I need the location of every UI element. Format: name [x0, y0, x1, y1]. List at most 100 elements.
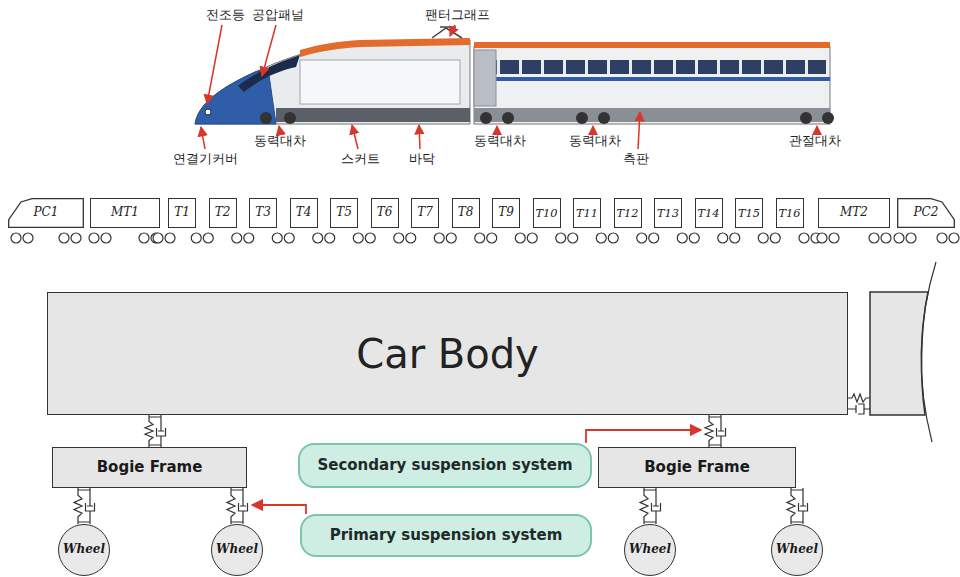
car-body: Car Body — [47, 292, 848, 415]
damper-cylinder — [157, 428, 166, 447]
power-car-box: PC2 — [897, 198, 955, 228]
leader-arrows — [201, 25, 817, 149]
car-wheel — [139, 233, 149, 243]
trailer-box: T11 — [573, 198, 601, 228]
car-wheel — [937, 233, 947, 243]
spring-damper — [227, 488, 248, 524]
car-wheel — [799, 233, 809, 243]
consist-wheels — [11, 233, 959, 243]
node-label: Wheel — [216, 543, 258, 556]
part-label: 전조등 — [206, 8, 245, 22]
car-wheel — [101, 233, 111, 243]
link-bar — [709, 417, 721, 445]
trailer-box: T8 — [452, 198, 480, 228]
spring-damper — [74, 488, 95, 524]
part-label: 측판 — [623, 152, 649, 166]
spring-damper — [145, 415, 166, 447]
spring — [227, 488, 235, 524]
node-label: Bogie Frame — [644, 459, 750, 476]
car-wheel — [649, 233, 659, 243]
part-label: 바닥 — [409, 152, 435, 166]
car-wheel — [313, 233, 323, 243]
part-label: 공압패널 — [252, 8, 304, 22]
trailer-box: T6 — [371, 198, 399, 228]
damper-cylinder — [239, 503, 248, 524]
car-wheel — [568, 233, 578, 243]
car-wheel — [475, 233, 485, 243]
node-label: T10 — [536, 207, 558, 219]
trailer-box: T5 — [330, 198, 358, 228]
damper-cylinder — [717, 428, 726, 447]
part-label: 동력대차 — [569, 134, 621, 148]
wheel-circle: Wheel — [771, 524, 823, 576]
car-wheel — [829, 233, 839, 243]
car-wheel — [71, 233, 81, 243]
node-label: PC1 — [34, 206, 59, 219]
part-label: 동력대차 — [474, 134, 526, 148]
damper-rod — [800, 488, 806, 506]
spring-damper — [640, 488, 661, 524]
car-wheel — [758, 233, 768, 243]
car-wheel — [434, 233, 444, 243]
part-label: 스커트 — [341, 152, 380, 166]
trailer-box: T15 — [735, 198, 763, 228]
trailer-box: T7 — [411, 198, 439, 228]
node-label: T13 — [657, 207, 679, 219]
suspension-callout: Secondary suspension system — [298, 443, 592, 488]
node-label: PC2 — [914, 206, 939, 219]
car-wheel — [59, 233, 69, 243]
car-wheel — [677, 233, 687, 243]
damper-cylinder — [652, 503, 661, 524]
node-label: T8 — [458, 206, 474, 219]
spring-damper — [787, 488, 808, 524]
motor-trailer-box: MT1 — [90, 198, 160, 228]
damper-cylinder — [86, 503, 95, 524]
car-wheel — [244, 233, 254, 243]
car-wheel — [203, 233, 213, 243]
node-label: MT2 — [840, 206, 868, 219]
car-wheel — [527, 233, 537, 243]
car-wheel — [689, 233, 699, 243]
node-label: T15 — [738, 207, 760, 219]
trailer-box: T10 — [533, 198, 561, 228]
power-car-box: PC1 — [8, 198, 84, 228]
bogie-wheels — [260, 112, 834, 124]
damper-rod — [240, 488, 246, 506]
node-label: T12 — [617, 207, 639, 219]
car-wheel — [608, 233, 618, 243]
node-label: T5 — [336, 206, 352, 219]
car-wheel — [949, 233, 959, 243]
link-bar — [231, 490, 243, 522]
car-wheel — [353, 233, 363, 243]
bogie-frame: Bogie Frame — [598, 447, 796, 488]
car-wheel — [487, 233, 497, 243]
car-wheel — [325, 233, 335, 243]
link-bar — [791, 490, 803, 522]
trailer-box: T14 — [695, 198, 723, 228]
trailer-box: T13 — [654, 198, 682, 228]
trailer-box: T16 — [776, 198, 804, 228]
pantograph — [432, 27, 462, 38]
car-outline-shape — [9, 199, 84, 228]
node-label: T4 — [296, 206, 312, 219]
next-car — [870, 262, 936, 442]
link-bar — [644, 490, 656, 522]
node-label: T16 — [779, 207, 801, 219]
spring — [74, 488, 82, 524]
power-car — [195, 38, 470, 124]
car-wheel — [770, 233, 780, 243]
link-bar — [149, 417, 161, 445]
car-wheel — [89, 233, 99, 243]
node-label: Wheel — [629, 543, 671, 556]
spring — [705, 415, 713, 447]
damper-rod — [653, 488, 659, 506]
damper-cylinder — [799, 503, 808, 524]
car-wheel — [191, 233, 201, 243]
node-label: Secondary suspension system — [317, 457, 572, 474]
trailer-box: T9 — [492, 198, 520, 228]
trailer-box: T12 — [614, 198, 642, 228]
car-wheel — [869, 233, 879, 243]
car-wheel — [165, 233, 175, 243]
